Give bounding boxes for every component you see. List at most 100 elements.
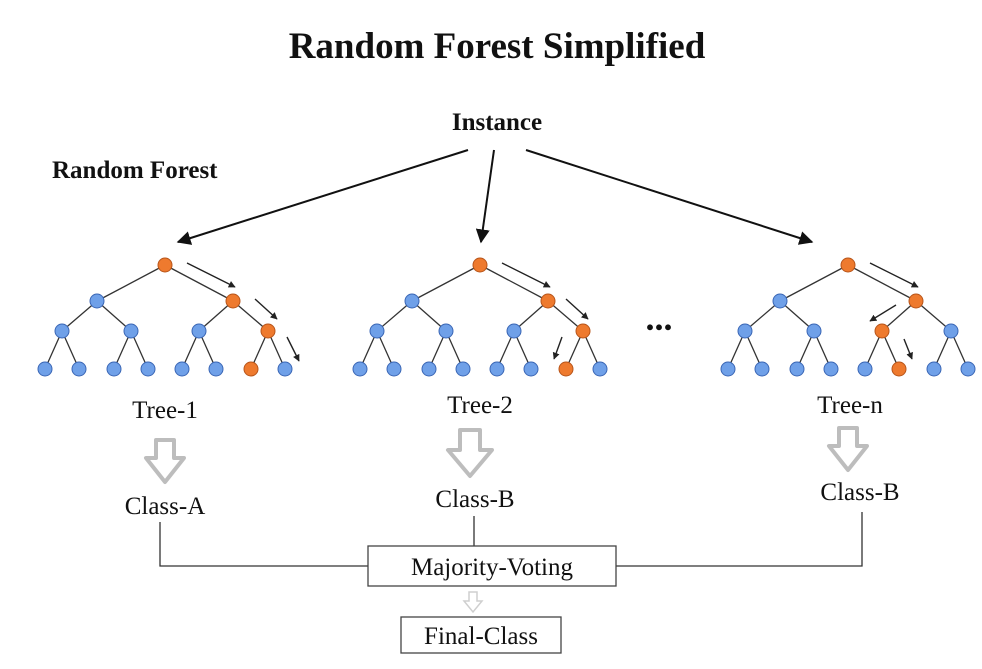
decision-path-arrow	[254, 298, 278, 320]
tree-node	[404, 293, 420, 309]
tree-edge	[915, 300, 952, 332]
tree-2-label: Tree-2	[447, 392, 513, 419]
tree-edge	[547, 300, 584, 332]
tree-2-class-label: Class-B	[435, 486, 514, 513]
instance-arrows	[176, 149, 814, 245]
connector-tree-n	[616, 512, 863, 567]
tree-node	[455, 361, 471, 377]
tree-node	[737, 323, 753, 339]
tree-node	[421, 361, 437, 377]
tree-1	[37, 257, 300, 377]
final-class-label: Final-Class	[424, 623, 538, 650]
tree-edge	[198, 300, 234, 332]
tree-node	[960, 361, 976, 377]
tree-node	[54, 323, 70, 339]
tree-node	[386, 361, 402, 377]
decision-path-arrow	[552, 336, 563, 360]
tree-edge	[744, 300, 781, 332]
tree-1-class-label: Class-A	[125, 493, 206, 520]
tree-edge	[164, 264, 234, 302]
tree-edge	[376, 300, 413, 332]
majority-voting-label: Majority-Voting	[411, 554, 574, 581]
tree-node	[789, 361, 805, 377]
decision-path-arrow	[565, 298, 589, 320]
decision-path-arrow	[903, 338, 913, 360]
decision-path-arrow	[286, 336, 300, 362]
tree-edge	[847, 264, 917, 302]
tree-node	[352, 361, 368, 377]
decision-path-node	[874, 323, 890, 339]
decision-path-node	[157, 257, 173, 273]
tree-edge	[96, 264, 166, 302]
tree-edge	[96, 300, 132, 332]
tree-node	[720, 361, 736, 377]
tree-node	[754, 361, 770, 377]
tree-edge	[779, 264, 849, 302]
tree-node	[806, 323, 822, 339]
tree-n	[720, 257, 976, 377]
decision-path-node	[540, 293, 556, 309]
instance-label: Instance	[452, 109, 542, 136]
majority-voting-box	[367, 545, 617, 587]
tree-edge	[479, 264, 549, 302]
tree-edge	[232, 300, 269, 332]
tree-node	[926, 361, 942, 377]
ellipsis: ...	[646, 298, 673, 338]
instance-arrow-tree-2	[475, 149, 495, 244]
tree-node	[89, 293, 105, 309]
tree-node	[489, 361, 505, 377]
tree-node	[943, 323, 959, 339]
tree-1-label: Tree-1	[132, 397, 198, 424]
tree-node	[438, 323, 454, 339]
tree-node	[191, 323, 207, 339]
tree-edge	[779, 300, 815, 332]
tree-node	[772, 293, 788, 309]
tree-node	[823, 361, 839, 377]
tree-2	[352, 257, 608, 377]
tree-node	[123, 323, 139, 339]
tree-n-down-arrow	[827, 426, 869, 472]
forest-label: Random Forest	[52, 157, 218, 184]
tree-node	[37, 361, 53, 377]
final-class-box	[400, 616, 562, 654]
tree-edge	[513, 300, 549, 332]
tree-node	[506, 323, 522, 339]
decision-path-node	[260, 323, 276, 339]
tree-edge	[411, 300, 447, 332]
tree-node	[369, 323, 385, 339]
decision-path-node	[225, 293, 241, 309]
tree-edge	[411, 264, 481, 302]
tree-node	[106, 361, 122, 377]
tree-edge	[61, 300, 98, 332]
final-down-arrow	[462, 591, 484, 614]
instance-arrow-tree-n	[525, 149, 814, 245]
decision-path-arrow	[501, 262, 551, 288]
decision-path-node	[908, 293, 924, 309]
decision-path-node	[558, 361, 574, 377]
decision-path-node	[575, 323, 591, 339]
tree-node	[140, 361, 156, 377]
decision-path-node	[840, 257, 856, 273]
tree-node	[174, 361, 190, 377]
tree-edge	[881, 300, 917, 332]
tree-n-label: Tree-n	[817, 392, 883, 419]
tree-node	[277, 361, 293, 377]
tree-node	[71, 361, 87, 377]
decision-path-arrow	[869, 262, 919, 288]
diagram-title: Random Forest Simplified	[289, 26, 706, 67]
tree-node	[523, 361, 539, 377]
decision-path-arrow	[869, 304, 897, 322]
tree-node	[857, 361, 873, 377]
tree-2-down-arrow	[446, 428, 494, 478]
decision-path-node	[472, 257, 488, 273]
tree-1-down-arrow	[144, 438, 186, 484]
connector-tree-1	[159, 522, 368, 567]
decision-path-arrow	[186, 262, 236, 288]
decision-path-node	[243, 361, 259, 377]
instance-arrow-tree-1	[176, 149, 469, 245]
tree-node	[208, 361, 224, 377]
tree-node	[592, 361, 608, 377]
tree-n-class-label: Class-B	[820, 479, 899, 506]
decision-path-node	[891, 361, 907, 377]
